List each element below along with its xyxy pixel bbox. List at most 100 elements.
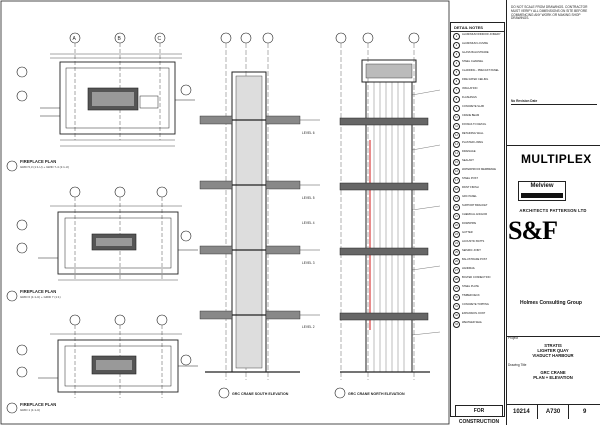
fireplace-plan-1: A B C — [16, 32, 195, 147]
note-text: GUTTER — [462, 231, 473, 234]
note-number-bubble: 15 — [453, 159, 460, 166]
north-elevation — [335, 32, 441, 380]
grid-bubble-a: A — [73, 36, 77, 42]
note-number-bubble: 21 — [453, 213, 460, 220]
note-text: STEEL CHANNEL — [462, 60, 484, 63]
note-number-bubble: 2 — [453, 42, 460, 49]
drawing-title-line-2: PLAN + ELEVATION — [533, 375, 573, 380]
revision-number: 9 — [583, 409, 587, 415]
plan-1-subtitle: GRID 5,3 (1:1-U) + GRID 7-4 (1:1-U) — [20, 165, 69, 169]
note-text: WEATHER SEAL — [462, 321, 483, 324]
note-number-bubble: 33 — [453, 321, 460, 328]
plan-3-callout — [6, 402, 18, 414]
note-number-bubble: 11 — [453, 123, 460, 130]
drawing-title-label: Drawing Title — [508, 363, 527, 367]
project-line-2: LIGHTER QUAY — [537, 348, 569, 353]
south-elevation-callout — [218, 387, 230, 399]
note-text: DOWNPIPE — [462, 222, 477, 225]
plan-2-title: FIREPLACE PLAN — [20, 289, 56, 294]
note-number-bubble: 9 — [453, 105, 460, 112]
note-text: ACOUSTIC BATTS — [462, 240, 485, 243]
engineer-name: Holmes Consulting Group — [520, 300, 582, 306]
grid-bubble-c: C — [158, 36, 162, 42]
note-number-bubble: 22 — [453, 222, 460, 229]
disclaimer-text: DO NOT SCALE FROM DRAWINGS. CONTRACTOR M… — [511, 5, 588, 21]
note-text: SEISMIC JOINT — [462, 249, 481, 252]
note-number-bubble: 24 — [453, 240, 460, 247]
level-2-label: LEVEL 2 — [302, 325, 315, 329]
note-number-bubble: 17 — [453, 177, 460, 184]
note-text: CONCRETE TOPPING — [462, 303, 489, 306]
sheet-border — [0, 0, 450, 425]
note-text: ALUMINIUM WINDOW JOINERY — [462, 33, 501, 36]
status-stamp: FOR CONSTRUCTION — [455, 405, 503, 425]
fireplace-plan-2 — [16, 186, 198, 281]
revision-table-header: No Revision Date — [511, 99, 597, 105]
note-text: HANDRAIL — [462, 267, 476, 270]
note-number-bubble: 12 — [453, 132, 460, 139]
note-text: WATERPROOF MEMBRANE — [462, 168, 497, 171]
note-text: FIXINGS TO DETAIL — [462, 123, 487, 126]
note-text: CHEMICAL ANCHOR — [462, 213, 488, 216]
note-text: BOLTED CONNECTION — [462, 276, 491, 279]
note-text: FIRE RATED CEILING — [462, 78, 489, 81]
builder-logo: MULTIPLEX — [521, 152, 592, 166]
south-elevation-title: GRC CRANE SOUTH ELEVATION — [232, 392, 289, 396]
note-text: CLADDING - PRECAST PANEL — [462, 69, 499, 72]
note-number-bubble: 5 — [453, 69, 460, 76]
note-number-bubble: 3 — [453, 51, 460, 58]
note-number-bubble: 31 — [453, 303, 460, 310]
plan-3-title: FIREPLACE PLAN — [20, 402, 56, 407]
north-elevation-callout — [334, 387, 346, 399]
note-text: INSULATION — [462, 87, 478, 90]
title-block: DO NOT SCALE FROM DRAWINGS. CONTRACTOR M… — [506, 0, 600, 425]
note-number-bubble: 32 — [453, 312, 460, 319]
note-number-bubble: 30 — [453, 294, 460, 301]
drawing-number: A730 — [538, 405, 570, 419]
note-text: EXPANSION JOINT — [462, 312, 486, 315]
project-line-1: STRATIS — [544, 343, 562, 348]
level-6-label: LEVEL 6 — [302, 131, 315, 135]
note-number-bubble: 29 — [453, 285, 460, 292]
note-text: PLASTER LINING — [462, 141, 484, 144]
note-text: GRC PANEL — [462, 195, 477, 198]
level-4-label: LEVEL 4 — [302, 221, 315, 225]
note-text: STEEL PLATE — [462, 285, 479, 288]
project-name: STRATIS LIGHTER QUAY VIADUCT HARBOUR — [506, 343, 600, 358]
south-elevation — [199, 32, 320, 380]
note-number-bubble: 1 — [453, 33, 460, 40]
plan-2-callout — [6, 290, 18, 302]
note-number-bubble: 18 — [453, 186, 460, 193]
plan-1-title: FIREPLACE PLAN — [20, 159, 56, 164]
project-number: 10214 — [506, 405, 538, 419]
drawing-canvas: A B C FIREPLACE PLAN GRID 5,3 (1:1-U) + … — [0, 0, 450, 425]
note-number-bubble: 6 — [453, 78, 460, 85]
note-number-bubble: 28 — [453, 276, 460, 283]
north-elevation-title: GRC CRANE NORTH ELEVATION — [348, 392, 405, 396]
grid-bubble-b: B — [118, 36, 122, 42]
note-text: TIMBER DECK — [462, 294, 480, 297]
note-text: FLASHINGS — [462, 96, 477, 99]
